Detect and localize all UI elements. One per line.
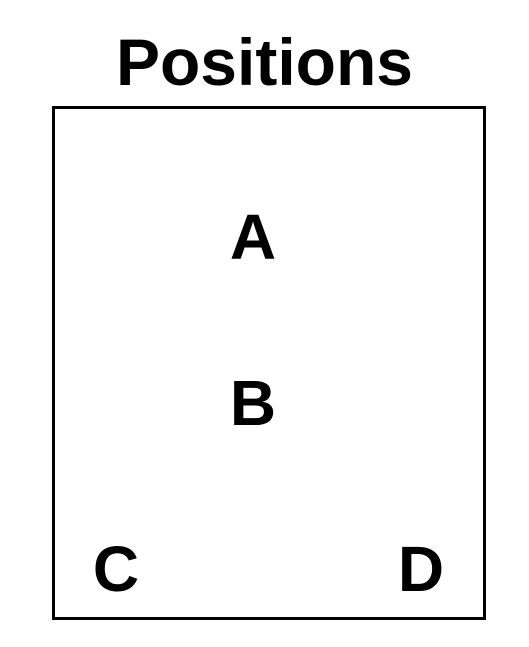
position-label-b: B <box>229 367 277 439</box>
position-label-a: A <box>229 201 277 273</box>
position-label-d: D <box>397 533 445 605</box>
positions-frame <box>52 106 486 620</box>
diagram-title: Positions <box>115 25 414 99</box>
position-label-c: C <box>92 533 140 605</box>
